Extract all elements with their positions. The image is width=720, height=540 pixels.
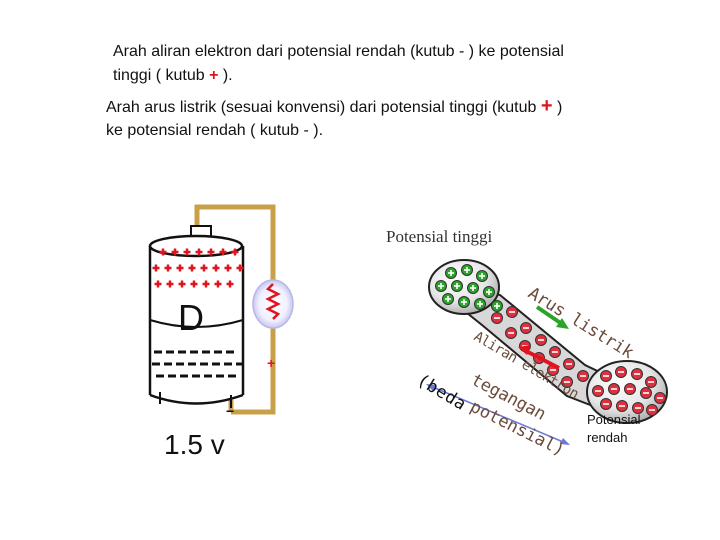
- negative-charge-ball: [600, 398, 612, 410]
- battery-plus-charge: [154, 280, 162, 288]
- text-segment: Arah arus listrik (sesuai konvensi) dari…: [106, 99, 541, 116]
- positive-charge-ball: [467, 282, 479, 294]
- caption-line-current-flow-cont: ke potensial rendah ( kutub - ).: [106, 122, 324, 139]
- battery-plus-charge: [166, 280, 174, 288]
- negative-charge-ball: [646, 404, 658, 416]
- battery-plus-charge: [176, 264, 184, 272]
- wire-minus-marker: −: [226, 403, 234, 419]
- positive-charge-ball: [451, 280, 463, 292]
- negative-charge-ball: [631, 368, 643, 380]
- battery-voltage: 1.5 v: [164, 429, 225, 460]
- positive-charge-ball: [445, 267, 457, 279]
- positive-charge-ball: [491, 300, 503, 312]
- caption-line-current-flow: Arah arus listrik (sesuai konvensi) dari…: [106, 96, 562, 118]
- battery-plus-charge: [236, 264, 244, 272]
- positive-charge-balls: [435, 264, 503, 312]
- text-segment: ): [552, 99, 563, 116]
- bulb-icon: [252, 279, 294, 329]
- positive-charge-ball: [483, 286, 495, 298]
- negative-charge-ball: [561, 376, 573, 388]
- positive-charge-ball: [458, 296, 470, 308]
- battery-positive-charges: [152, 248, 244, 288]
- positive-charge-ball: [442, 293, 454, 305]
- electron-arrow-icon: [518, 345, 560, 370]
- negative-charge-ball: [645, 376, 657, 388]
- text-segment: tinggi ( kutub: [113, 67, 210, 84]
- caption-line-electron-flow-cont: tinggi ( kutub + ).: [113, 66, 233, 86]
- negative-charge-ball: [563, 358, 575, 370]
- battery-plus-charge: [195, 248, 203, 256]
- wire-plus-marker: +: [267, 355, 275, 371]
- negative-charge-ball: [616, 400, 628, 412]
- battery-plus-charge: [212, 264, 220, 272]
- positive-charge-ball: [461, 264, 473, 276]
- negative-charge-ball: [624, 383, 636, 395]
- negative-charge-ball: [640, 387, 652, 399]
- negative-charge-balls: [491, 306, 666, 416]
- current-arrow-icon: [535, 305, 569, 329]
- negative-charge-ball: [608, 383, 620, 395]
- negative-charge-ball: [506, 306, 518, 318]
- battery-plus-charge: [164, 264, 172, 272]
- battery-plus-charge: [152, 264, 160, 272]
- potensial-label: potensial): [467, 397, 568, 461]
- negative-charge-ball: [549, 346, 561, 358]
- battery-plus-charge: [224, 264, 232, 272]
- battery-plus-charge: [159, 248, 167, 256]
- negative-charge-ball: [592, 385, 604, 397]
- caption-line-electron-flow: Arah aliran elektron dari potensial rend…: [113, 43, 564, 60]
- negative-charge-ball: [632, 402, 644, 414]
- positive-charge-ball: [435, 280, 447, 292]
- battery-plus-charge: [190, 280, 198, 288]
- negative-charge-ball: [520, 322, 532, 334]
- negative-charge-ball: [491, 312, 503, 324]
- positive-charge-ball: [474, 298, 486, 310]
- negative-charge-ball: [505, 327, 517, 339]
- battery-plus-charge: [214, 280, 222, 288]
- battery-plus-charge: [231, 248, 239, 256]
- negative-charge-ball: [535, 334, 547, 346]
- low-potential-label: Potensial: [587, 412, 641, 427]
- negative-charge-ball: [600, 370, 612, 382]
- battery-plus-charge: [202, 280, 210, 288]
- text-segment: ).: [218, 67, 233, 84]
- plus-sign: +: [540, 95, 553, 117]
- plus-sign: +: [209, 67, 219, 84]
- negative-charge-ball: [615, 366, 627, 378]
- negative-charge-ball: [654, 392, 666, 404]
- voltage-double-arrow-icon: [426, 384, 570, 445]
- battery-d-cell: D 1.5 v: [148, 225, 245, 460]
- positive-charge-ball: [476, 270, 488, 282]
- battery-plus-charge: [178, 280, 186, 288]
- negative-charge-ball: [577, 370, 589, 382]
- conductor-dumbbell: [428, 259, 668, 424]
- battery-plus-charge: [183, 248, 191, 256]
- battery-negative-charges: [152, 350, 244, 378]
- high-potential-label: Potensial tinggi: [386, 227, 493, 246]
- battery-plus-charge: [171, 248, 179, 256]
- battery-letter: D: [178, 297, 204, 338]
- battery-plus-charge: [200, 264, 208, 272]
- low-potential-label-2: rendah: [587, 430, 627, 445]
- battery-plus-charge: [226, 280, 234, 288]
- battery-plus-charge: [188, 264, 196, 272]
- battery-plus-charge: [207, 248, 215, 256]
- battery-plus-charge: [219, 248, 227, 256]
